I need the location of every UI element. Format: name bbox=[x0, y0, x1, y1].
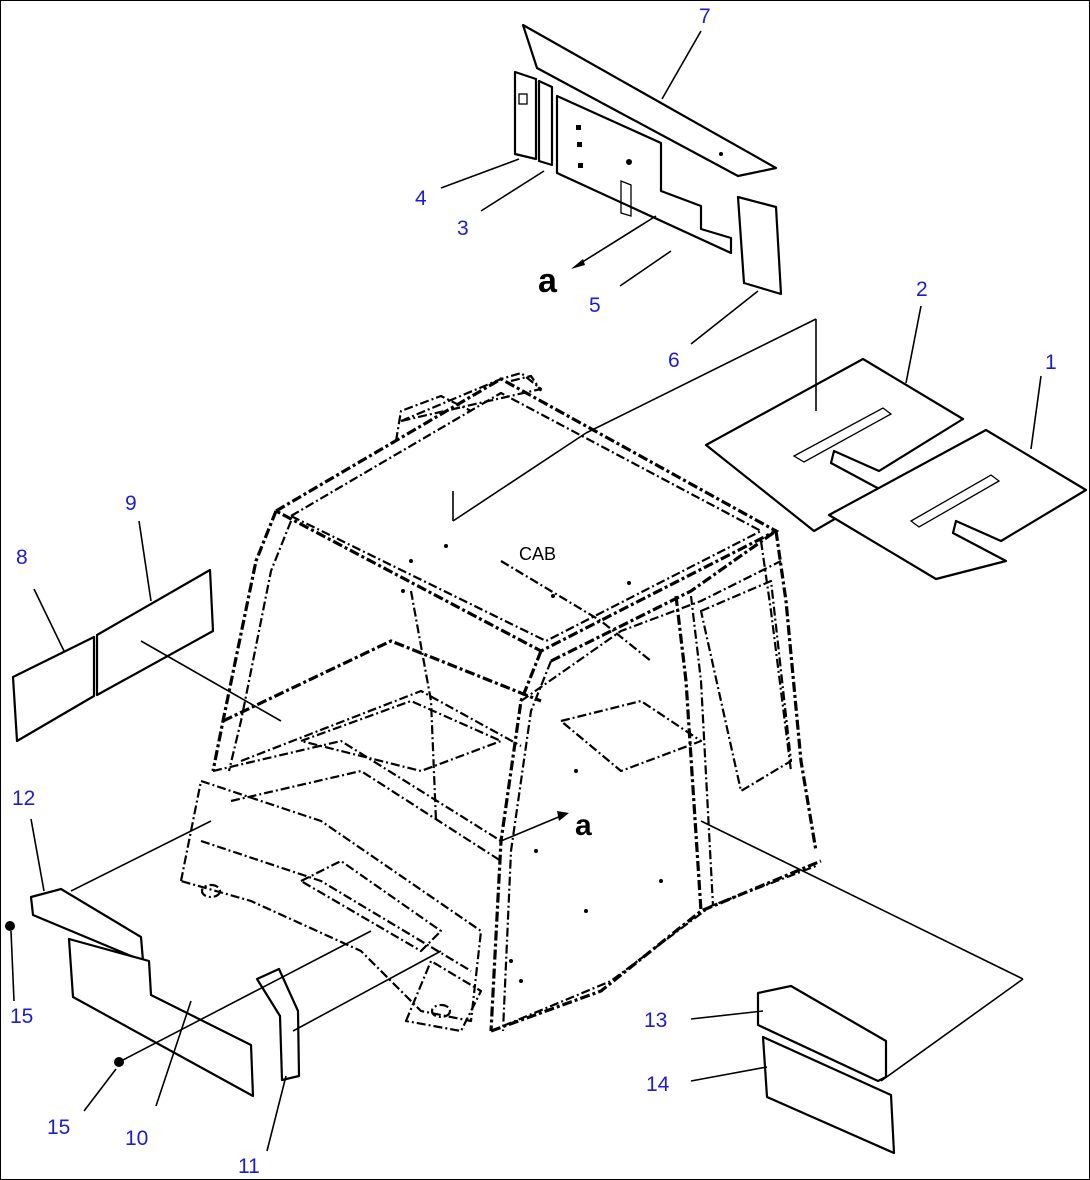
callout-4: 4 bbox=[415, 187, 427, 210]
part-3-side-pad bbox=[537, 79, 554, 167]
part-10-pad bbox=[67, 937, 255, 1098]
callout-6: 6 bbox=[668, 349, 680, 372]
view-arrow-a-top bbox=[571, 215, 657, 269]
part-8-pad bbox=[11, 635, 96, 743]
callout-1: 1 bbox=[1045, 351, 1057, 374]
callout-13: 13 bbox=[644, 1009, 667, 1032]
callout-9: 9 bbox=[125, 492, 137, 515]
cab-frame bbox=[179, 371, 822, 1033]
part-6-end-pad bbox=[736, 195, 783, 296]
callout-15-left: 15 bbox=[10, 1005, 33, 1028]
projection-lines bbox=[70, 318, 1024, 1082]
callout-10: 10 bbox=[125, 1127, 148, 1150]
callout-8: 8 bbox=[16, 546, 28, 569]
callout-2: 2 bbox=[916, 278, 928, 301]
view-marker-a-top: a bbox=[538, 262, 558, 300]
part-11-pad bbox=[255, 967, 301, 1082]
callout-3: 3 bbox=[457, 217, 469, 240]
callout-5: 5 bbox=[589, 294, 601, 317]
part-7-roof-pad bbox=[521, 23, 778, 178]
part-15-washer-a bbox=[5, 921, 15, 931]
callout-11: 11 bbox=[238, 1155, 260, 1178]
cab-label: CAB bbox=[519, 544, 556, 564]
part-1-roof-pad bbox=[827, 428, 1088, 581]
part-9-pad bbox=[95, 568, 215, 697]
callout-12: 12 bbox=[12, 787, 35, 810]
callout-15-bottom: 15 bbox=[47, 1116, 70, 1139]
part-15-washer-b bbox=[114, 1057, 124, 1067]
view-arrow-a-cab bbox=[500, 811, 569, 842]
callout-7: 7 bbox=[699, 5, 711, 28]
part-4-side-pad bbox=[513, 70, 538, 161]
callout-14: 14 bbox=[646, 1073, 670, 1096]
part-12-pad bbox=[29, 887, 145, 963]
view-marker-a-cab: a bbox=[575, 809, 592, 842]
callout-leaders bbox=[10, 30, 1042, 1152]
callout-labels: 1 2 3 4 5 6 7 8 9 10 11 12 13 14 15 15 bbox=[10, 5, 1057, 1178]
part-5-rear-panel bbox=[555, 94, 733, 255]
part-14-pad bbox=[761, 1035, 896, 1155]
